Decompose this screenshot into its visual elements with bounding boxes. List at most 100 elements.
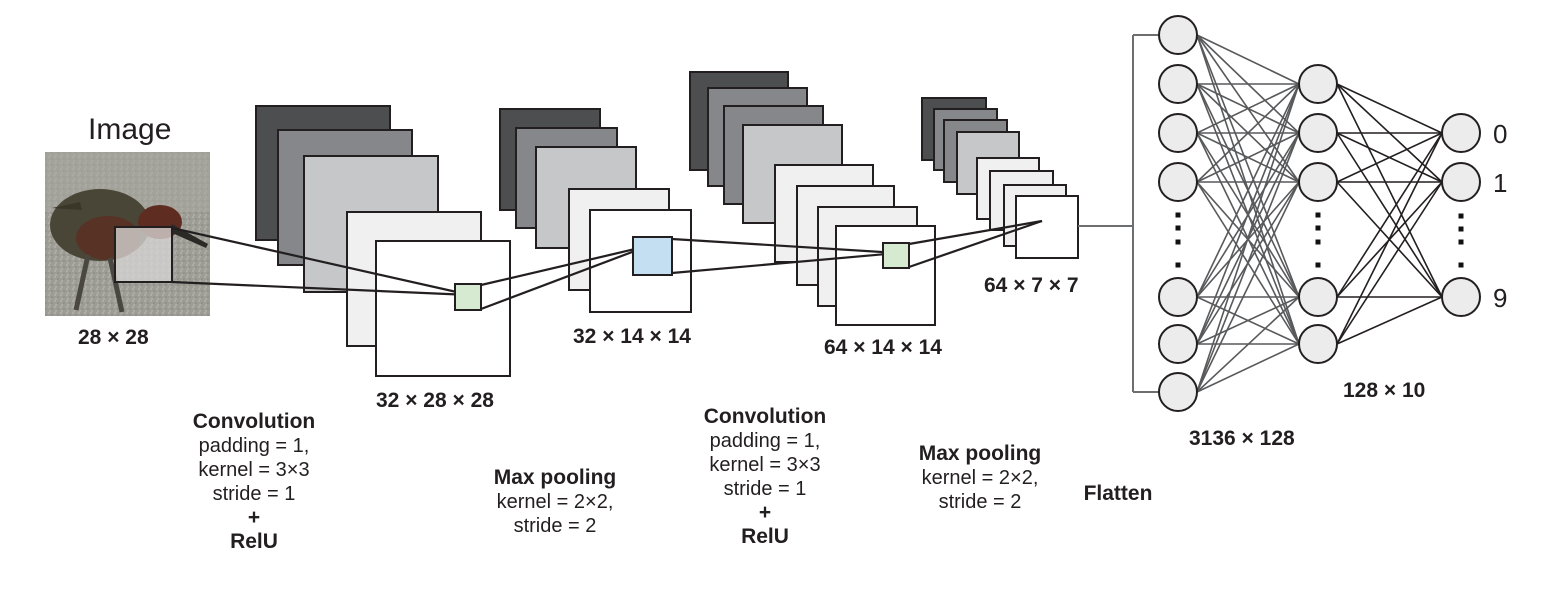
feature-map-layer [375, 240, 511, 377]
dense-label-fc1: 3136 × 128 [1189, 427, 1295, 450]
neuron-output [1441, 277, 1481, 317]
op-conv2: Convolution padding = 1, kernel = 3×3 st… [695, 405, 835, 549]
ellipsis-dot [1175, 239, 1181, 245]
op-heading: Max pooling [493, 466, 617, 489]
feature-map-label-conv2: 64 × 14 × 14 [824, 336, 942, 359]
op-plus: + [247, 506, 261, 529]
edge-fc1 [1196, 83, 1300, 298]
ellipsis-dot [1315, 225, 1321, 231]
receptive-square-conv2 [882, 242, 910, 269]
feature-map-stack-conv1 [255, 105, 511, 377]
receptive-field-patch [114, 226, 173, 283]
edge-fc1 [1196, 296, 1300, 393]
op-param: stride = 1 [723, 478, 807, 500]
edge-fc2 [1336, 132, 1443, 345]
op-param: kernel = 3×3 [198, 459, 310, 481]
op-pool2: Max pooling kernel = 2×2, stride = 2 [905, 442, 1055, 514]
edge-fc2 [1336, 83, 1443, 134]
edge-fc1 [1196, 181, 1300, 393]
neuron-output [1441, 162, 1481, 202]
op-pool1: Max pooling kernel = 2×2, stride = 2 [480, 466, 630, 538]
op-param: stride = 2 [938, 491, 1022, 513]
op-param: stride = 1 [212, 483, 296, 505]
op-activation: RelU [230, 530, 278, 553]
op-heading: Flatten [1083, 482, 1153, 505]
edge-fc2 [1336, 83, 1443, 298]
input-size-label: 28 × 28 [78, 326, 149, 349]
neuron-hidden [1298, 162, 1338, 202]
op-heading: Convolution [192, 410, 316, 433]
connector-line [908, 219, 1043, 246]
edge-fc1 [1196, 34, 1300, 298]
op-activation: RelU [741, 525, 789, 548]
neuron-input [1158, 15, 1198, 55]
edge-fc1 [1196, 296, 1300, 345]
connector-line [908, 219, 1043, 269]
neuron-hidden [1298, 324, 1338, 364]
edge-fc1 [1196, 34, 1300, 85]
op-param: padding = 1, [198, 435, 310, 457]
receptive-square-pool1 [632, 236, 673, 276]
op-param: padding = 1, [709, 430, 821, 452]
ellipsis-dot [1315, 262, 1321, 268]
op-flatten: Flatten [1078, 482, 1158, 506]
ellipsis-dot [1315, 212, 1321, 218]
dense-network [1078, 15, 1481, 412]
receptive-square-conv1 [454, 283, 482, 311]
feature-map-layer [835, 225, 936, 326]
edge-fc1 [1196, 132, 1300, 183]
receptive-field-connectors [171, 219, 1043, 311]
op-plus: + [758, 501, 772, 524]
connector-line [671, 237, 899, 255]
neuron-hidden [1298, 277, 1338, 317]
edge-fc1 [1196, 83, 1300, 183]
ellipsis-dot [1175, 225, 1181, 231]
ellipsis-dot [1458, 239, 1464, 245]
ellipsis-dot [1175, 212, 1181, 218]
connector-line [671, 251, 899, 275]
feature-map-stack-pool2 [921, 97, 1079, 259]
op-param: kernel = 2×2, [921, 467, 1039, 489]
input-image [45, 152, 210, 316]
edge-fc2 [1336, 132, 1443, 183]
neuron-input [1158, 113, 1198, 153]
neuron-input [1158, 277, 1198, 317]
feature-map-stack-conv2 [689, 71, 936, 326]
connector-line [480, 244, 649, 311]
connector-line [171, 280, 471, 297]
neuron-hidden [1298, 64, 1338, 104]
ellipsis-dot [1458, 262, 1464, 268]
feature-map-label-conv1: 32 × 28 × 28 [376, 389, 494, 412]
feature-map-stack-pool1 [499, 108, 692, 313]
output-label-1: 1 [1493, 168, 1508, 198]
feature-map-label-pool1: 32 × 14 × 14 [573, 325, 691, 348]
neuron-input [1158, 64, 1198, 104]
edge-fc2 [1336, 132, 1443, 298]
output-label-0: 0 [1493, 119, 1508, 149]
connector-line [171, 226, 471, 297]
edge-fc1 [1196, 132, 1300, 393]
connector-line [480, 244, 649, 287]
ellipsis-dot [1458, 213, 1464, 219]
edge-fc1 [1196, 343, 1300, 393]
edge-fc2 [1336, 181, 1443, 345]
neuron-input [1158, 372, 1198, 412]
neuron-input [1158, 324, 1198, 364]
neuron-hidden [1298, 113, 1338, 153]
image-title: Image [88, 113, 172, 146]
op-heading: Convolution [703, 405, 827, 428]
neuron-input [1158, 162, 1198, 202]
op-heading: Max pooling [918, 442, 1042, 465]
ellipsis-dot [1175, 262, 1181, 268]
edge-fc1 [1196, 83, 1300, 134]
flatten-bracket [1078, 34, 1159, 393]
op-param: stride = 2 [513, 515, 597, 537]
op-param: kernel = 3×3 [709, 454, 821, 476]
edge-fc1 [1196, 83, 1300, 393]
ellipsis-dot [1458, 226, 1464, 232]
output-label-9: 9 [1493, 283, 1508, 313]
dense-label-fc2: 128 × 10 [1343, 379, 1426, 402]
neuron-output [1441, 113, 1481, 153]
edge-fc2 [1336, 296, 1443, 345]
